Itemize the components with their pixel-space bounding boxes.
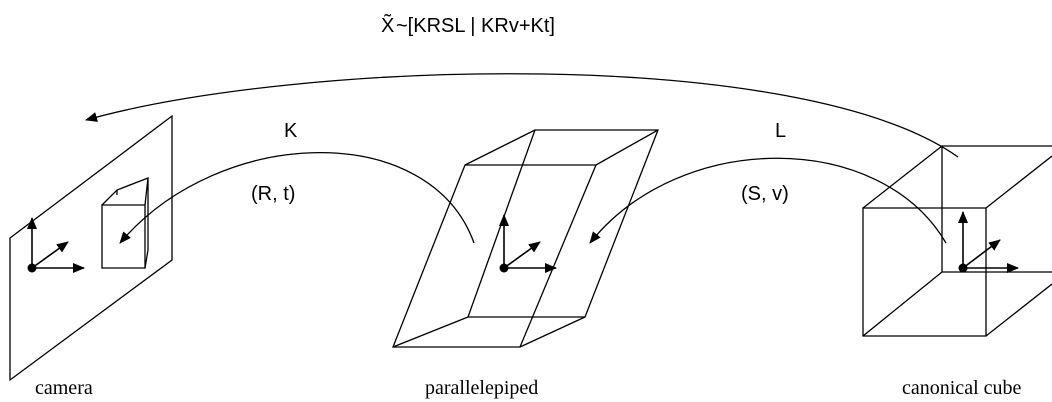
camera-plane (9, 114, 173, 382)
caption-parallelepiped: parallelepiped (425, 377, 538, 399)
overall-projection-arrow (85, 73, 959, 158)
camera-axes (27, 217, 85, 273)
projection-formula: X̃ ~[KRSL | KRv+Kt] (381, 14, 555, 37)
l-arrow (589, 157, 947, 244)
formula-body: ~[KRSL | KRv+Kt] (396, 15, 555, 37)
label-l: L (775, 120, 786, 142)
cube-axes (958, 211, 1019, 273)
label-s-v: (S, v) (741, 183, 789, 205)
label-k: K (284, 120, 298, 142)
camera-image-box (101, 177, 149, 269)
formula-tilde-x: X̃ (381, 14, 394, 37)
caption-camera: camera (35, 377, 93, 399)
caption-canonical-cube: canonical cube (902, 377, 1021, 399)
parallelepiped-axes (499, 214, 557, 273)
k-arrow (119, 152, 475, 244)
canonical-cube-shape (862, 145, 1052, 337)
parallelepiped-shape (392, 129, 659, 348)
label-r-t: (R, t) (251, 183, 295, 205)
